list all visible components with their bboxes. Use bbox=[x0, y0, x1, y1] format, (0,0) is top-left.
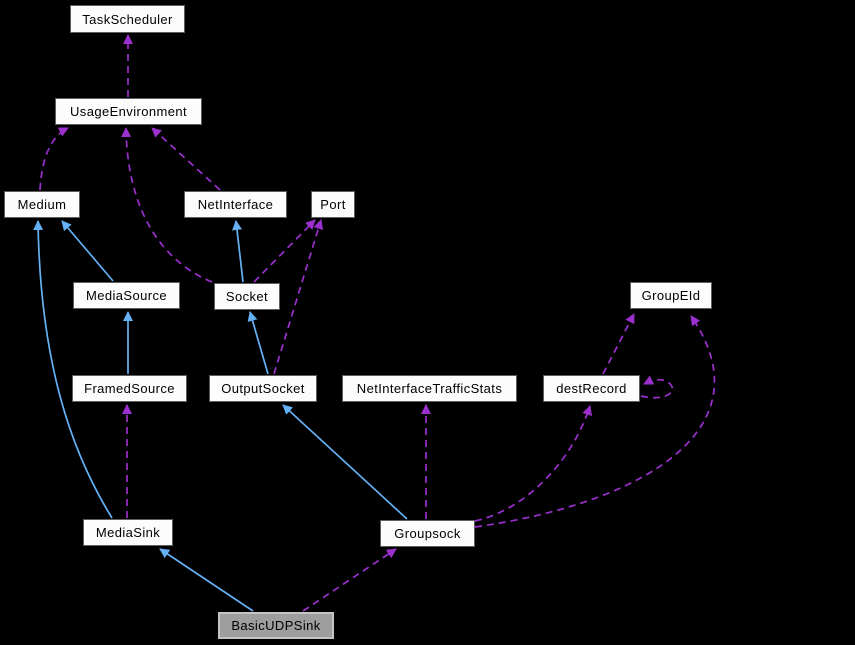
node-mediasink[interactable]: MediaSink bbox=[83, 519, 173, 546]
node-socket[interactable]: Socket bbox=[214, 283, 280, 310]
node-port[interactable]: Port bbox=[311, 191, 355, 218]
edge-basicudpsink-mediasink bbox=[159, 548, 254, 612]
node-framedsource[interactable]: FramedSource bbox=[72, 375, 187, 402]
node-destrecord[interactable]: destRecord bbox=[543, 375, 640, 402]
edge-destrecord-self bbox=[640, 375, 674, 399]
edge-socket-usageenvironment bbox=[121, 127, 213, 283]
node-groupeid[interactable]: GroupEId bbox=[630, 282, 712, 309]
edge-outputsocket-port bbox=[273, 219, 324, 375]
node-groupsock[interactable]: Groupsock bbox=[380, 520, 475, 547]
node-taskscheduler[interactable]: TaskScheduler bbox=[70, 5, 185, 33]
edge-outputsocket-socket bbox=[247, 311, 269, 375]
edge-socket-netinterface bbox=[232, 220, 244, 283]
edge-netinterface-usageenvironment bbox=[151, 127, 221, 191]
edge-destrecord-groupeid bbox=[602, 313, 635, 375]
node-netinterfacetrafficstats[interactable]: NetInterfaceTrafficStats bbox=[342, 375, 517, 402]
edge-groupsock-destrecord bbox=[474, 405, 593, 522]
node-netinterface[interactable]: NetInterface bbox=[184, 191, 287, 218]
node-outputsocket[interactable]: OutputSocket bbox=[209, 375, 317, 402]
node-usageenvironment[interactable]: UsageEnvironment bbox=[55, 98, 202, 125]
node-medium[interactable]: Medium bbox=[4, 191, 80, 218]
edge-mediasource-medium bbox=[61, 220, 114, 282]
edge-medium-usageenvironment bbox=[39, 127, 69, 191]
node-mediasource[interactable]: MediaSource bbox=[73, 282, 180, 309]
edge-basicudpsink-groupsock bbox=[302, 548, 397, 612]
edge-groupsock-groupeid bbox=[474, 315, 716, 528]
node-basicudpsink-current: BasicUDPSink bbox=[218, 612, 334, 639]
edge-groupsock-outputsocket bbox=[282, 404, 408, 520]
edge-mediasink-medium bbox=[33, 220, 113, 519]
edge-socket-port bbox=[253, 219, 316, 283]
